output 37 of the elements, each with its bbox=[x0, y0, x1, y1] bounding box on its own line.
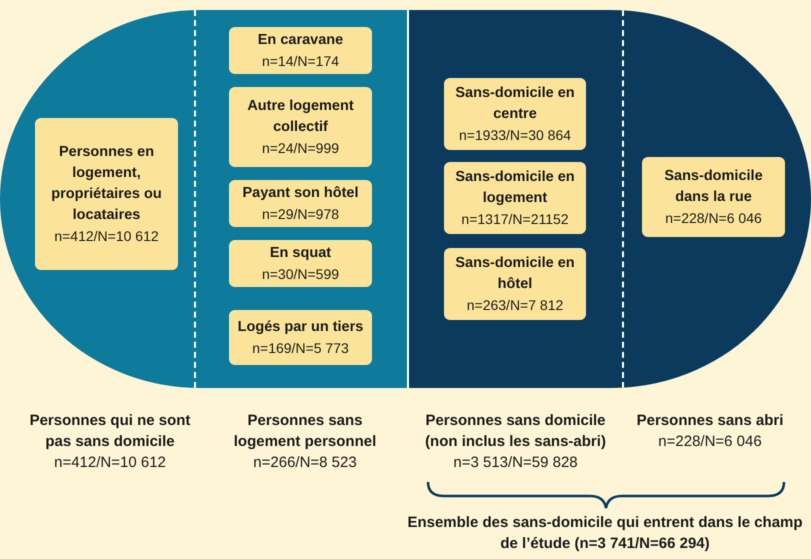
category-box bbox=[229, 240, 372, 287]
count-text: n=30/N=599 bbox=[262, 264, 340, 284]
box-title: Sans-domicile en logement bbox=[454, 168, 576, 208]
box-title: Sans-domicile en hôtel bbox=[454, 254, 576, 294]
box-title: Sans-domicile dans la rue bbox=[663, 166, 764, 207]
category-box bbox=[444, 78, 586, 150]
box-title: Payant son hôtel bbox=[242, 184, 359, 203]
box-title: En caravane bbox=[258, 30, 344, 50]
box-title: Autre logement collectif bbox=[246, 96, 355, 137]
category-box bbox=[229, 180, 372, 227]
category-box bbox=[444, 248, 586, 320]
box-title: Personnes en logement, propriétaires ou locataires bbox=[50, 142, 163, 225]
category-box bbox=[642, 157, 785, 237]
group-title: Personnes sans domicile (non inclus les sans-abri) bbox=[424, 411, 607, 452]
count-text: n=169/N=5 773 bbox=[252, 338, 349, 358]
count-text: n=29/N=978 bbox=[262, 204, 340, 224]
count-text: n=263/N=7 812 bbox=[466, 296, 564, 315]
count-text: n=3 513/N=59 828 bbox=[452, 453, 579, 473]
box-title: Logés par un tiers bbox=[238, 318, 364, 337]
category-box bbox=[229, 27, 372, 74]
group-title: Ensemble des sans-domicile qui entrent dans le champ de l’étude (n=3 741/N=66 294) bbox=[406, 513, 804, 554]
count-text: n=1933/N=30 864 bbox=[458, 126, 572, 145]
count-text: n=412/N=10 612 bbox=[53, 453, 167, 473]
box-title: Sans-domicile en centre bbox=[454, 84, 576, 124]
count-text: n=228/N=6 046 bbox=[657, 432, 763, 452]
count-text: n=412/N=10 612 bbox=[54, 226, 159, 246]
category-box bbox=[229, 310, 372, 365]
count-text: n=228/N=6 046 bbox=[665, 208, 762, 228]
count-text: n=14/N=174 bbox=[262, 52, 340, 71]
count-text: n=24/N=999 bbox=[262, 138, 340, 158]
count-text: n=266/N=8 523 bbox=[252, 453, 358, 473]
group-title: Personnes sans abri bbox=[636, 411, 784, 431]
category-box bbox=[229, 87, 372, 167]
count-text: n=1317/N=21152 bbox=[461, 210, 569, 229]
category-box bbox=[444, 162, 586, 234]
box-title: En squat bbox=[270, 244, 332, 263]
category-box bbox=[35, 118, 178, 270]
